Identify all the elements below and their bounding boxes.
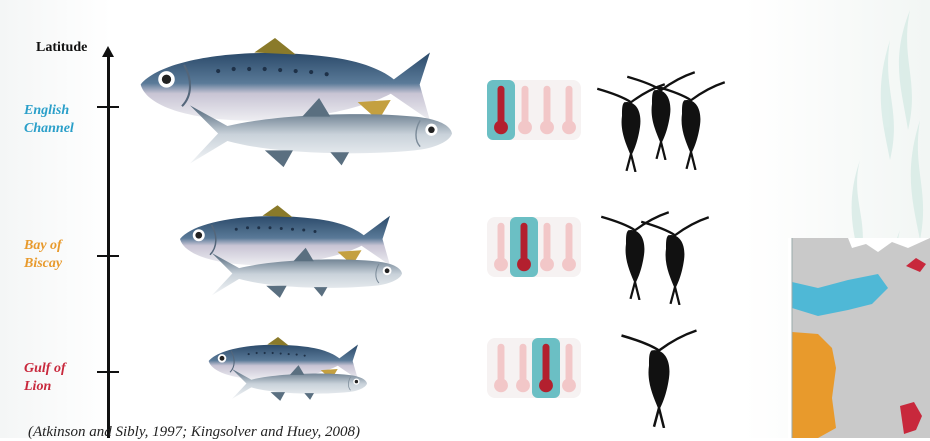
map-inset	[788, 238, 930, 438]
sardine-icon	[141, 38, 430, 121]
map-icon	[788, 238, 930, 438]
copepod-icon	[641, 217, 709, 305]
sardine-icon	[180, 205, 390, 265]
thermometer-set	[487, 217, 581, 277]
copepod-icon	[622, 331, 697, 429]
sardine-icon	[209, 337, 358, 380]
thermometer-set	[487, 338, 581, 398]
copepod-icon	[601, 212, 669, 300]
thermometer-set	[487, 80, 581, 140]
citation: (Atkinson and Sibly, 1997; Kingsolver an…	[28, 424, 360, 441]
